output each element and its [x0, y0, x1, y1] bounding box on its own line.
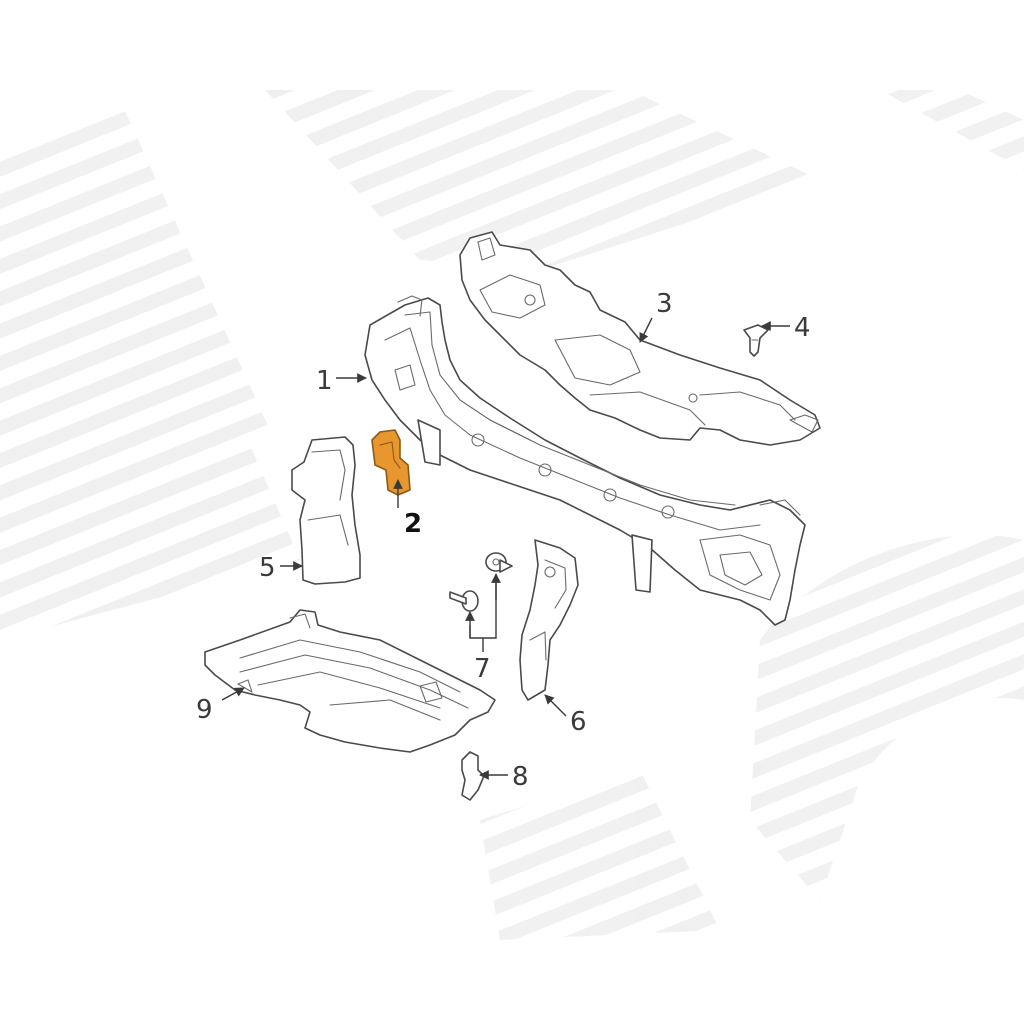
callout-3: 3 [656, 289, 673, 319]
callout-5: 5 [259, 553, 276, 583]
callout-2: 2 [404, 509, 422, 539]
part-9-splash-shield [204, 609, 496, 753]
part-7-fasteners [449, 552, 513, 612]
callout-labels: 1 2 3 4 5 6 7 8 9 [196, 289, 811, 792]
part-8-small-bracket [461, 751, 485, 801]
part-1-radiator-support [364, 295, 806, 626]
part-6-right-deflector [519, 539, 579, 701]
part-2-bracket [371, 429, 411, 496]
callout-9: 9 [196, 695, 213, 725]
callout-6: 6 [570, 707, 587, 737]
watermark [0, 90, 1024, 940]
part-5-left-deflector [291, 436, 361, 585]
part-3-upper-cover [459, 231, 821, 446]
part-4-clip [743, 324, 769, 357]
callout-4: 4 [794, 313, 811, 343]
callout-7: 7 [474, 654, 491, 684]
callout-1: 1 [316, 366, 333, 396]
leader-lines [221, 317, 790, 780]
callout-8: 8 [512, 762, 529, 792]
